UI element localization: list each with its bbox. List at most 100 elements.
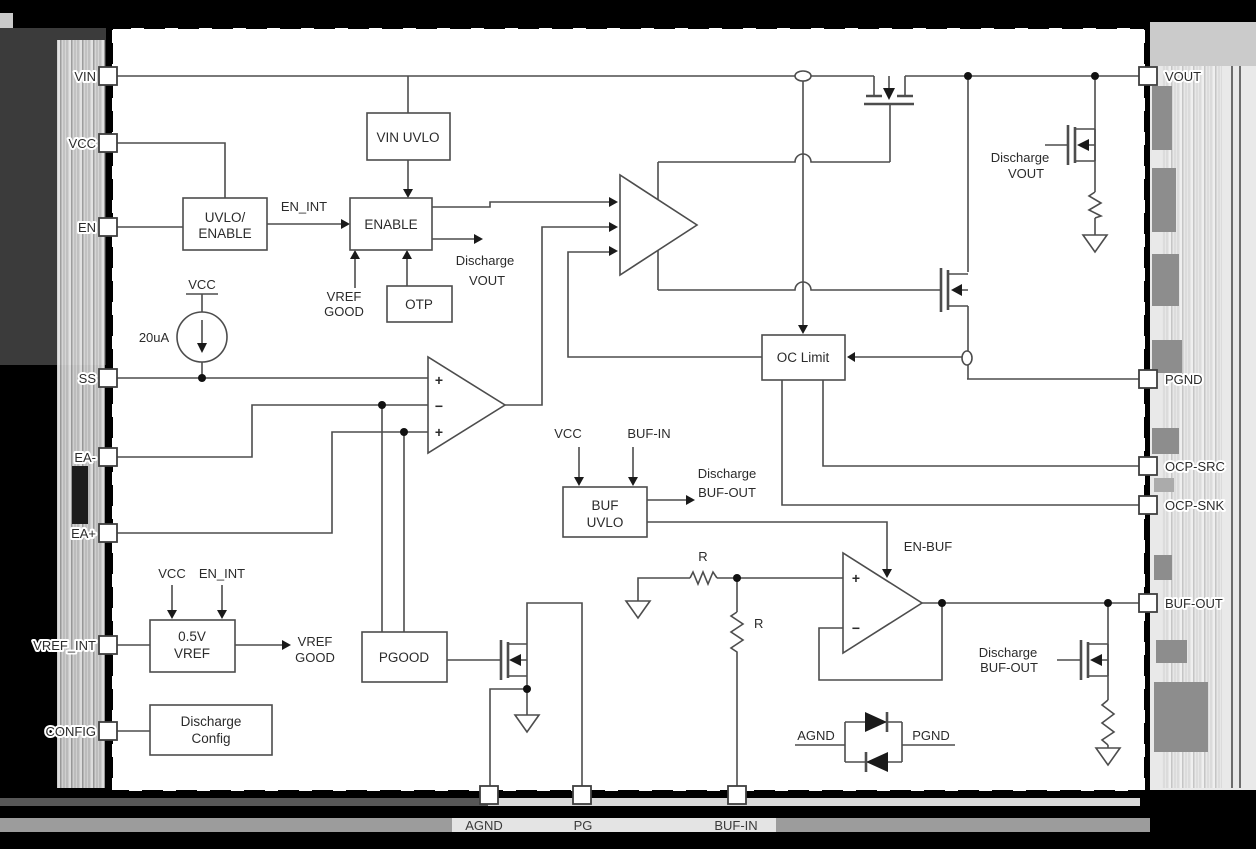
block-vin-uvlo-label: VIN UVLO — [376, 130, 439, 145]
diagram-background — [112, 28, 1145, 791]
pin-label-ea-plus: EA+ — [71, 526, 96, 541]
agnd-pgnd-diodes — [864, 712, 889, 772]
label-vref-good-1a: VREF — [327, 289, 362, 304]
ground-symbols — [513, 234, 1122, 767]
pin-label-ea-minus: EA- — [74, 450, 96, 465]
label-discharge-vout-2a: Discharge — [991, 150, 1050, 165]
label-pgnd-diode: PGND — [912, 728, 950, 743]
pin-label-pg: PG — [574, 818, 593, 833]
diagram-frame — [107, 23, 1150, 796]
block-05v-vref: 0.5V VREF — [149, 619, 236, 673]
sense-node-top — [794, 70, 812, 82]
current-source-20ua — [176, 311, 228, 363]
pin-label-vout: VOUT — [1165, 69, 1201, 84]
pin-ss — [98, 368, 118, 388]
block-uvlo-enable-line2: ENABLE — [198, 226, 251, 241]
label-discharge-vout-1b: VOUT — [469, 273, 505, 288]
label-en-int-vref: EN_INT — [199, 566, 245, 581]
pin-label-vref-int: VREF_INT — [33, 638, 96, 653]
pin-ea-minus — [98, 447, 118, 467]
label-vref-good-1b: GOOD — [324, 304, 364, 319]
left-margin-streaks — [57, 40, 105, 788]
arrowheads — [167, 189, 892, 650]
bottom-label-strip-right — [776, 818, 1150, 832]
pass-mosfet — [864, 76, 914, 106]
right-margin-top-block — [1150, 22, 1256, 66]
block-05v-vref-line1: 0.5V — [178, 629, 206, 644]
bottom-strip-dark — [0, 798, 488, 806]
pin-labels: VIN VCC EN SS EA- EA+ VREF_INT CONFIG VO… — [31, 67, 1227, 833]
bottom-strip-light — [488, 798, 1140, 806]
sense-node-ocp — [961, 350, 973, 366]
resistor-discharge-vout — [1087, 191, 1104, 219]
block-buf-uvlo-line1: BUF — [592, 498, 619, 513]
block-otp-label: OTP — [405, 297, 433, 312]
block-discharge-config: Discharge Config — [149, 704, 273, 756]
resistor-discharge-bufout — [1100, 699, 1116, 746]
label-vcc-buf: VCC — [554, 426, 581, 441]
label-vref-good-2b: GOOD — [295, 650, 335, 665]
block-enable: ENABLE — [349, 197, 433, 251]
block-pgood: PGOOD — [361, 631, 448, 683]
pin-label-agnd: AGND — [465, 818, 503, 833]
label-discharge-bufout-1a: Discharge — [698, 466, 757, 481]
block-uvlo-enable-line1: UVLO/ — [205, 210, 246, 225]
block-discharge-config-line2: Config — [191, 731, 230, 746]
label-discharge-bufout-1b: BUF-OUT — [698, 485, 756, 500]
error-amp-minus: − — [435, 398, 443, 414]
pin-label-buf-in: BUF-IN — [714, 818, 757, 833]
junction-dots — [198, 72, 1112, 693]
pin-label-ss: SS — [79, 371, 97, 386]
pin-label-en: EN — [78, 220, 96, 235]
pin-label-ocp-src: OCP-SRC — [1165, 459, 1225, 474]
left-margin-dark-patch — [72, 466, 88, 524]
resistor-r-vertical — [729, 611, 745, 658]
pin-label-vcc: VCC — [69, 136, 96, 151]
discharge-vout-mosfet — [1066, 125, 1096, 165]
block-05v-vref-line2: VREF — [174, 646, 210, 661]
label-buf-in-top: BUF-IN — [627, 426, 670, 441]
pin-ea-plus — [98, 523, 118, 543]
pin-squares — [98, 66, 1158, 805]
dashed-ic-boundary — [107, 23, 1150, 796]
right-margin-lines — [1231, 66, 1241, 788]
pin-label-pgnd: PGND — [1165, 372, 1203, 387]
pin-buf-out — [1138, 593, 1158, 613]
pin-en — [98, 217, 118, 237]
block-uvlo-enable: UVLO/ ENABLE — [182, 197, 268, 251]
discharge-bufout-mosfet — [1079, 640, 1109, 680]
label-vcc-vref: VCC — [158, 566, 185, 581]
buffer-amp-plus: + — [852, 570, 860, 586]
pin-label-vin: VIN — [74, 69, 96, 84]
block-vin-uvlo: VIN UVLO — [366, 112, 451, 161]
pin-agnd — [479, 785, 499, 805]
pin-label-config: CONFIG — [45, 724, 96, 739]
block-buf-uvlo: BUF UVLO — [562, 486, 648, 538]
label-discharge-vout-2b: VOUT — [1008, 166, 1044, 181]
label-vref-good-2a: VREF — [298, 634, 333, 649]
label-r-horizontal: R — [698, 549, 707, 564]
sense-mosfet — [939, 268, 968, 312]
right-margin-gray-blocks — [1152, 86, 1208, 752]
label-discharge-vout-1a: Discharge — [456, 253, 515, 268]
label-vcc-current-source: VCC — [188, 277, 215, 292]
block-pgood-label: PGOOD — [379, 650, 430, 665]
pin-ocp-src — [1138, 456, 1158, 476]
pin-buf-in — [727, 785, 747, 805]
block-buf-uvlo-line2: UVLO — [587, 515, 624, 530]
pin-vref-int — [98, 635, 118, 655]
output-driver-amp — [619, 173, 699, 277]
label-discharge-bufout-2a: Discharge — [979, 645, 1038, 660]
label-r-vertical: R — [754, 616, 763, 631]
signal-labels: EN_INT Discharge VOUT VREF GOOD VCC 20uA… — [139, 150, 1049, 743]
pin-config — [98, 721, 118, 741]
block-enable-label: ENABLE — [364, 217, 417, 232]
pin-label-buf-out: BUF-OUT — [1165, 596, 1223, 611]
blocks: VIN UVLO UVLO/ ENABLE ENABLE OTP OC Limi… — [149, 112, 846, 756]
label-20ua: 20uA — [139, 330, 170, 345]
wires — [117, 75, 1139, 786]
error-amp-plus2: + — [435, 424, 443, 440]
resistor-r-horizontal — [689, 569, 718, 587]
